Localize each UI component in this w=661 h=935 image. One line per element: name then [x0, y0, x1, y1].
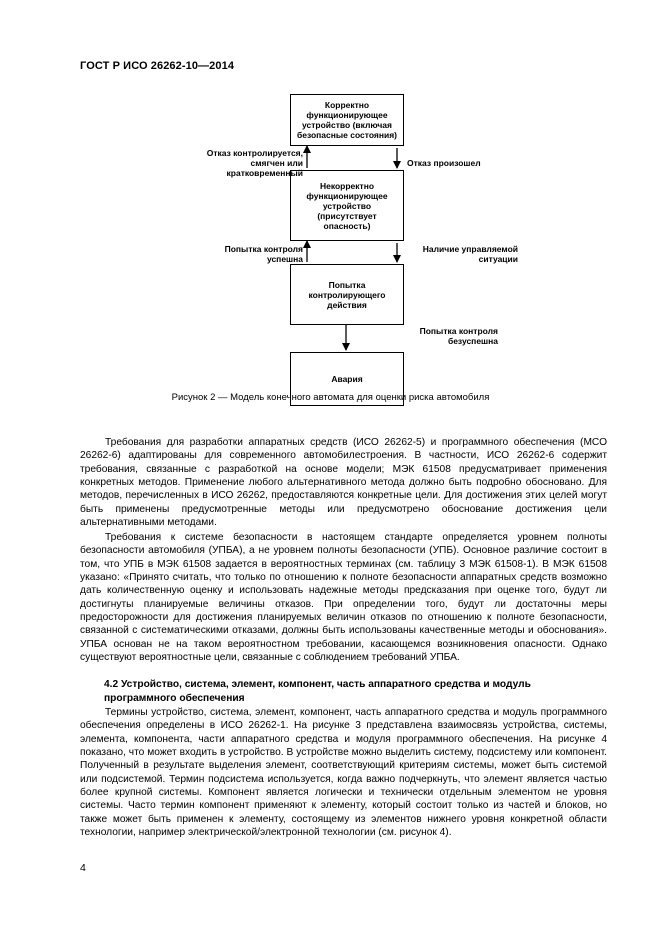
label-fault-controlled: Отказ контролируется, смягчен или кратко…: [206, 148, 303, 178]
label-controllable-situation: Наличие управляемой ситуации: [422, 244, 518, 264]
label-control-successful: Попытка контроля успешна: [224, 244, 303, 264]
section-heading: 4.2 Устройство, система, элемент, компон…: [104, 679, 531, 704]
page-number: 4: [80, 862, 86, 874]
diagram-arrows: [303, 145, 401, 351]
state-machine-diagram: Корректно функционирующее устройство (вк…: [0, 0, 661, 420]
state-correct-functioning: Корректно функционирующее устройство (вк…: [290, 94, 404, 146]
paragraph-2: Требования к системе безопасности в наст…: [80, 532, 607, 664]
document-header: ГОСТ Р ИСО 26262-10—2014: [80, 60, 235, 72]
state-control-attempt: Попытка контролирующего действия: [290, 264, 404, 325]
label-fault-occurred: Отказ произошел: [407, 158, 481, 168]
section-paragraph: Термины устройство, система, элемент, ко…: [80, 707, 607, 839]
paragraph-1: Требования для разработки аппаратных сре…: [80, 437, 607, 529]
state-incorrect-functioning: Некорректно функционирующее устройство (…: [290, 170, 404, 241]
label-control-failed: Попытка контроля безуспешна: [419, 326, 498, 346]
figure-caption: Рисунок 2 — Модель конечного автомата дл…: [171, 392, 490, 403]
state-accident: Авария: [290, 352, 404, 406]
